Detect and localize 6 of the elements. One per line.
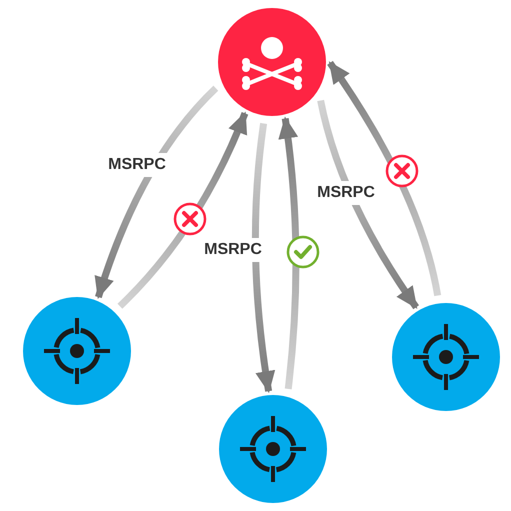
arrow [317, 100, 420, 310]
arrow [252, 122, 276, 394]
arrow [117, 111, 248, 309]
arrow [327, 60, 442, 296]
arrow [94, 86, 218, 299]
arrow [278, 116, 300, 390]
